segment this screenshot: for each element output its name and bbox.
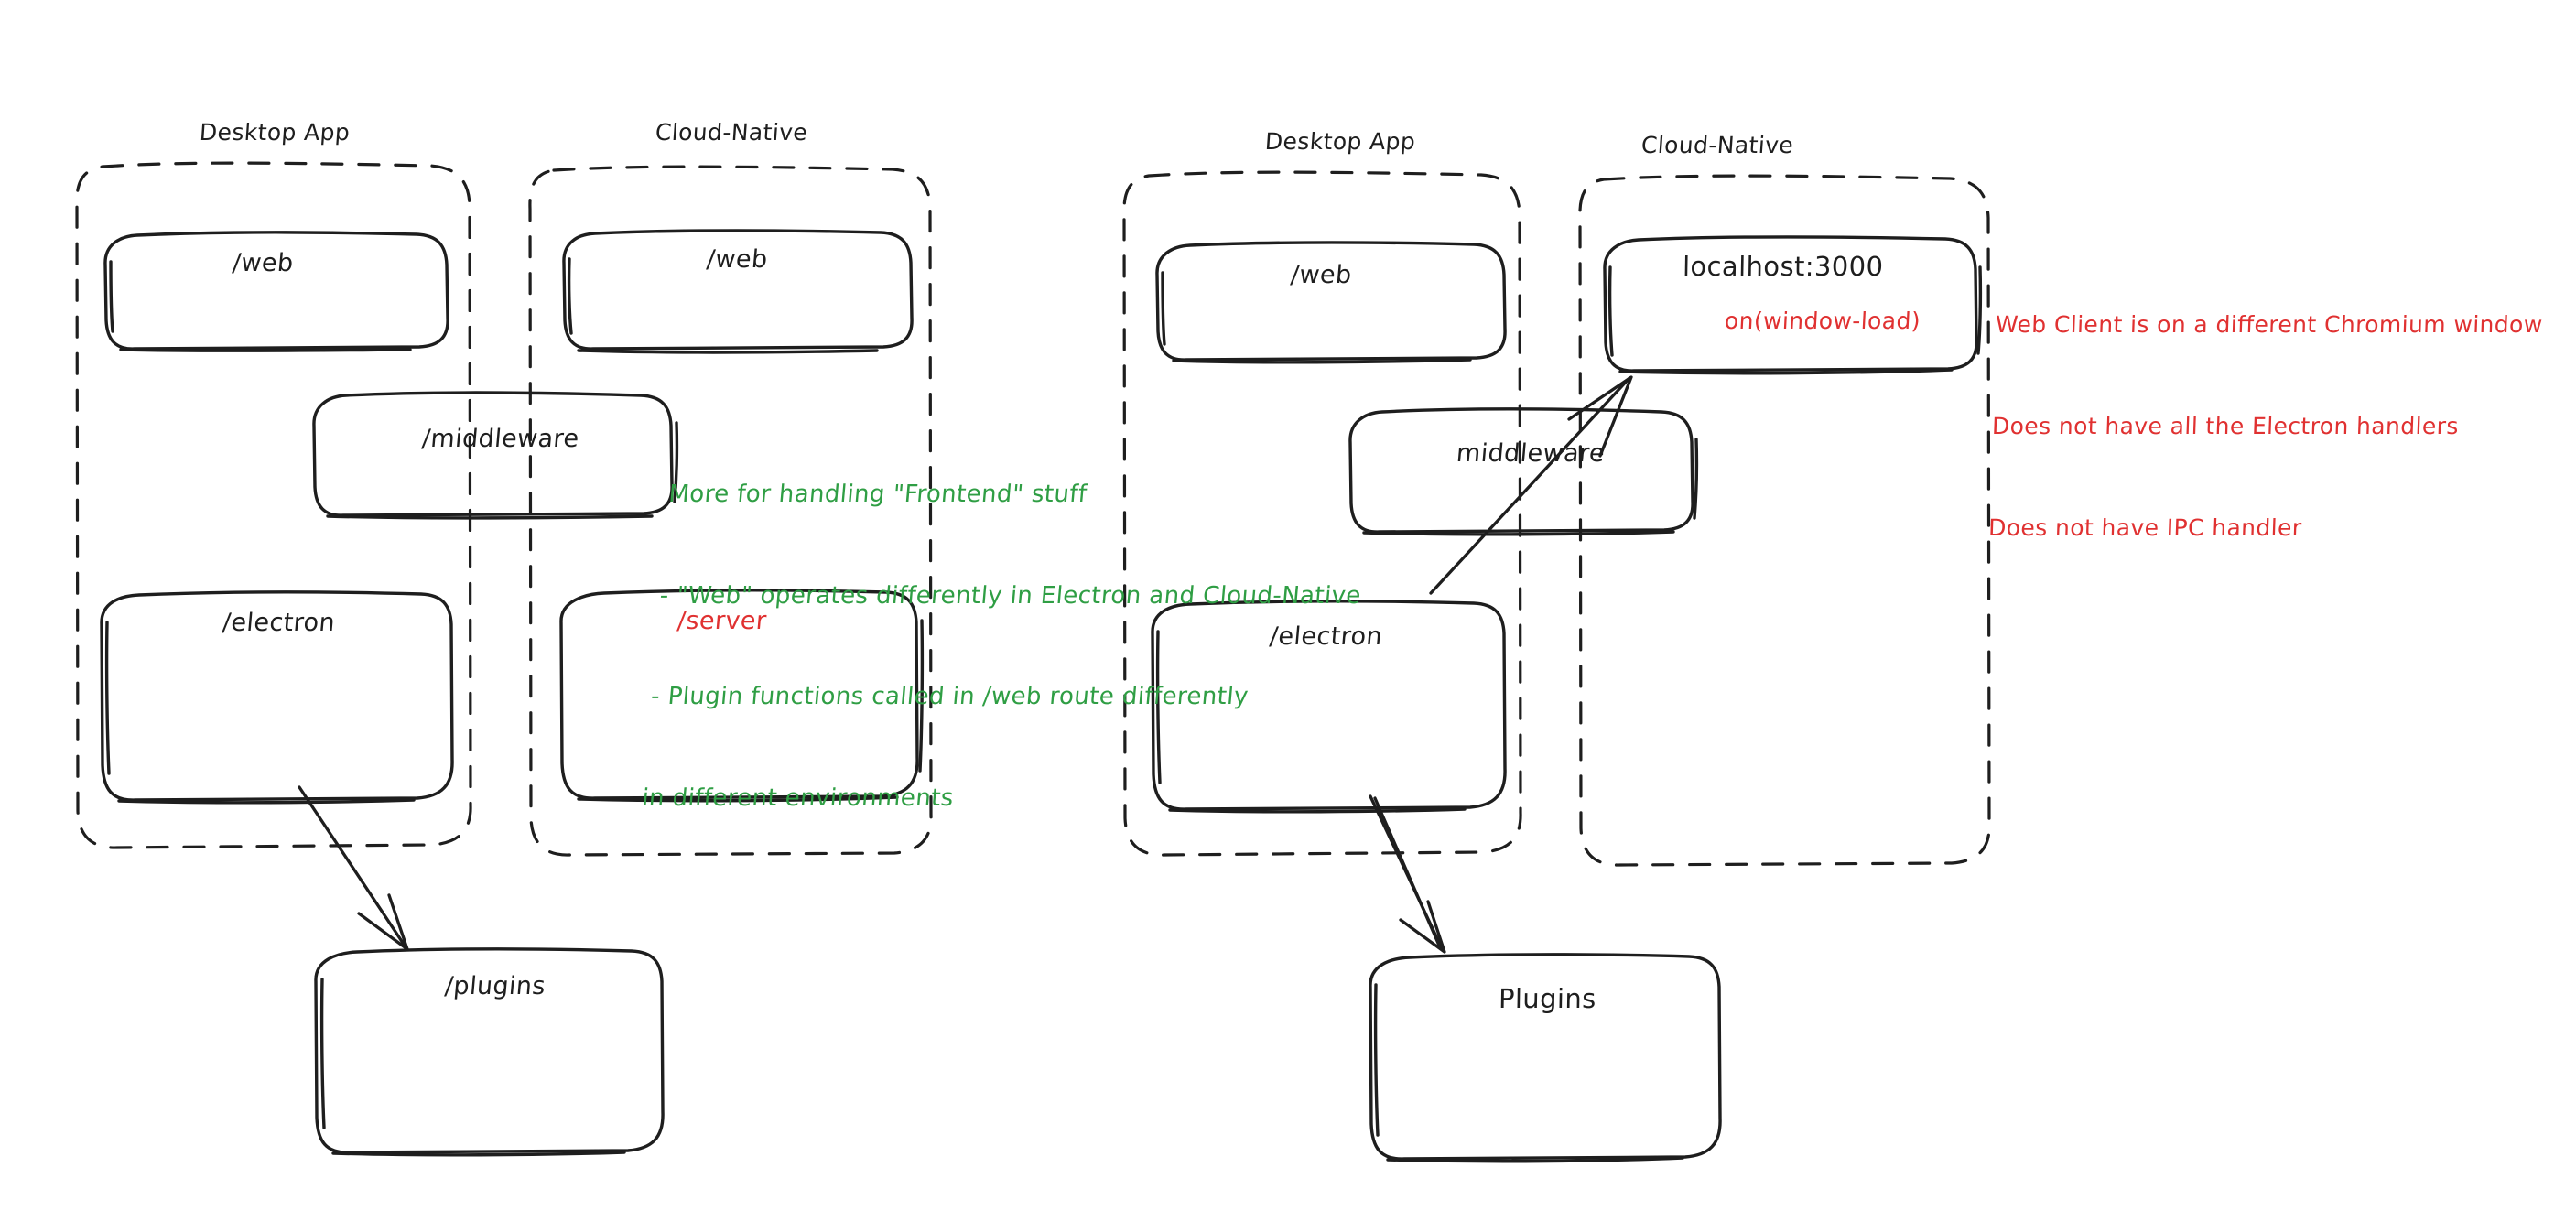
group-title-left-cloud-native: Cloud-Native [654, 119, 809, 146]
annotation-green-line-3: - Plugin functions called in /web route … [649, 683, 1250, 711]
group-title-right-desktop-app: Desktop App [1263, 128, 1417, 155]
node-label-left-web-cloud: /web [705, 245, 769, 274]
node-label-right-electron: /electron [1268, 622, 1384, 651]
node-label-left-web-desktop: /web [231, 249, 295, 277]
group-title-left-desktop-app: Desktop App [198, 119, 352, 146]
annotation-green-line-1: More for handling "Frontend" stuff [667, 480, 1088, 508]
annotation-red-line-1: Web Client is on a different Chromium wi… [1995, 311, 2544, 338]
node-label-right-plugins: Plugins [1498, 983, 1596, 1014]
node-label-left-electron: /electron [221, 609, 337, 637]
node-label-left-middleware: /middleware [420, 425, 580, 453]
node-label-right-web: /web [1289, 261, 1353, 289]
arrow-left-electron-to-plugins [298, 785, 409, 951]
annotation-red-note: Web Client is on a different Chromium wi… [1986, 240, 2546, 612]
node-sublabel-right-localhost-onwindowload: on(window-load) [1724, 308, 1921, 334]
node-label-left-plugins: /plugins [443, 972, 547, 1000]
annotation-green-note: More for handling "Frontend" stuff - "We… [634, 410, 1377, 883]
group-title-right-cloud-native: Cloud-Native [1640, 132, 1795, 158]
node-right-middleware [1348, 407, 1699, 536]
node-label-right-localhost: localhost:3000 [1682, 251, 1884, 282]
annotation-red-line-2: Does not have all the Electron handlers [1991, 413, 2460, 439]
node-label-right-middleware: middleware [1455, 439, 1607, 468]
arrow-right-electron-to-plugins [1369, 794, 1446, 954]
arrow-right-electron-to-localhost [1429, 375, 1633, 595]
annotation-green-line-4: in different environments [641, 784, 956, 812]
annotation-green-line-2: - "Web" operates differently in Electron… [658, 581, 1363, 610]
annotation-red-line-3: Does not have IPC handler [1987, 514, 2303, 541]
